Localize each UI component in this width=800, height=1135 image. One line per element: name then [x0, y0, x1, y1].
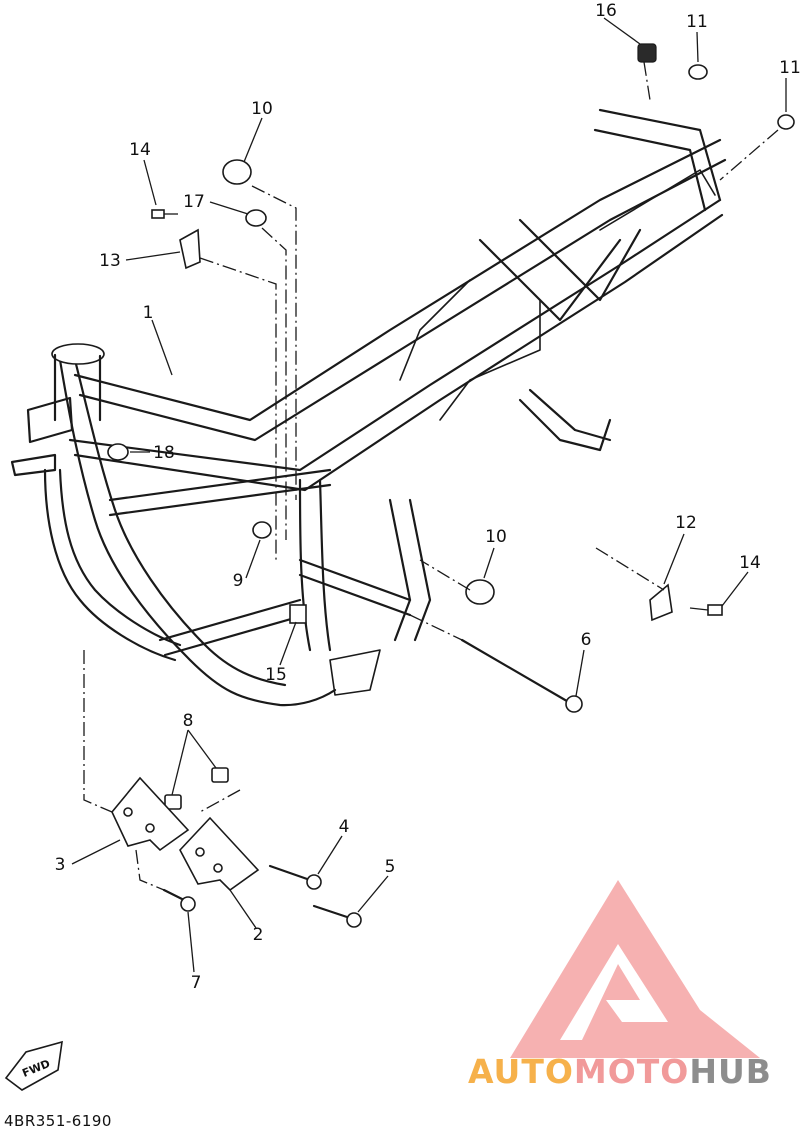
callout-8: 8: [183, 711, 194, 731]
brand-hub: HUB: [689, 1052, 772, 1091]
callout-3: 3: [55, 855, 66, 875]
callout-18: 18: [153, 443, 175, 463]
loose-parts: [107, 43, 795, 928]
callout-2: 2: [253, 925, 264, 945]
callout-1: 1: [143, 303, 154, 323]
callout-11-rear: 11: [779, 58, 800, 78]
callout-10: 10: [251, 99, 273, 119]
callout-4: 4: [339, 817, 350, 837]
leader-lines: [71, 17, 787, 973]
callout-14: 14: [129, 140, 151, 160]
main-frame: [10, 108, 727, 707]
callout-14-right: 14: [739, 553, 761, 573]
callout-13: 13: [99, 251, 121, 271]
callout-11: 11: [686, 12, 708, 32]
assembly-lines: [83, 61, 779, 891]
callout-16: 17: [183, 192, 205, 212]
watermark-brand-text: AUTOMOTOHUB: [468, 1052, 772, 1091]
callout-6: 6: [581, 630, 592, 650]
watermark-logo: [510, 880, 760, 1058]
callout-7: 7: [191, 973, 202, 993]
part-code-caption: 4BR351-6190: [4, 1112, 112, 1130]
fwd-arrow-icon: FWD: [4, 1040, 63, 1091]
brand-auto: AUTO: [468, 1052, 574, 1091]
callout-labels: 16 11 11 10 14 17 13 1 18 9 10 12 14 15 …: [55, 1, 800, 993]
callout-12: 12: [675, 513, 697, 533]
callout-9: 9: [233, 571, 244, 591]
callout-17: 16: [595, 1, 617, 21]
callout-10-lower: 10: [485, 527, 507, 547]
callout-5: 5: [385, 857, 396, 877]
callout-15: 15: [265, 665, 287, 685]
brand-moto: MOTO: [573, 1052, 690, 1091]
